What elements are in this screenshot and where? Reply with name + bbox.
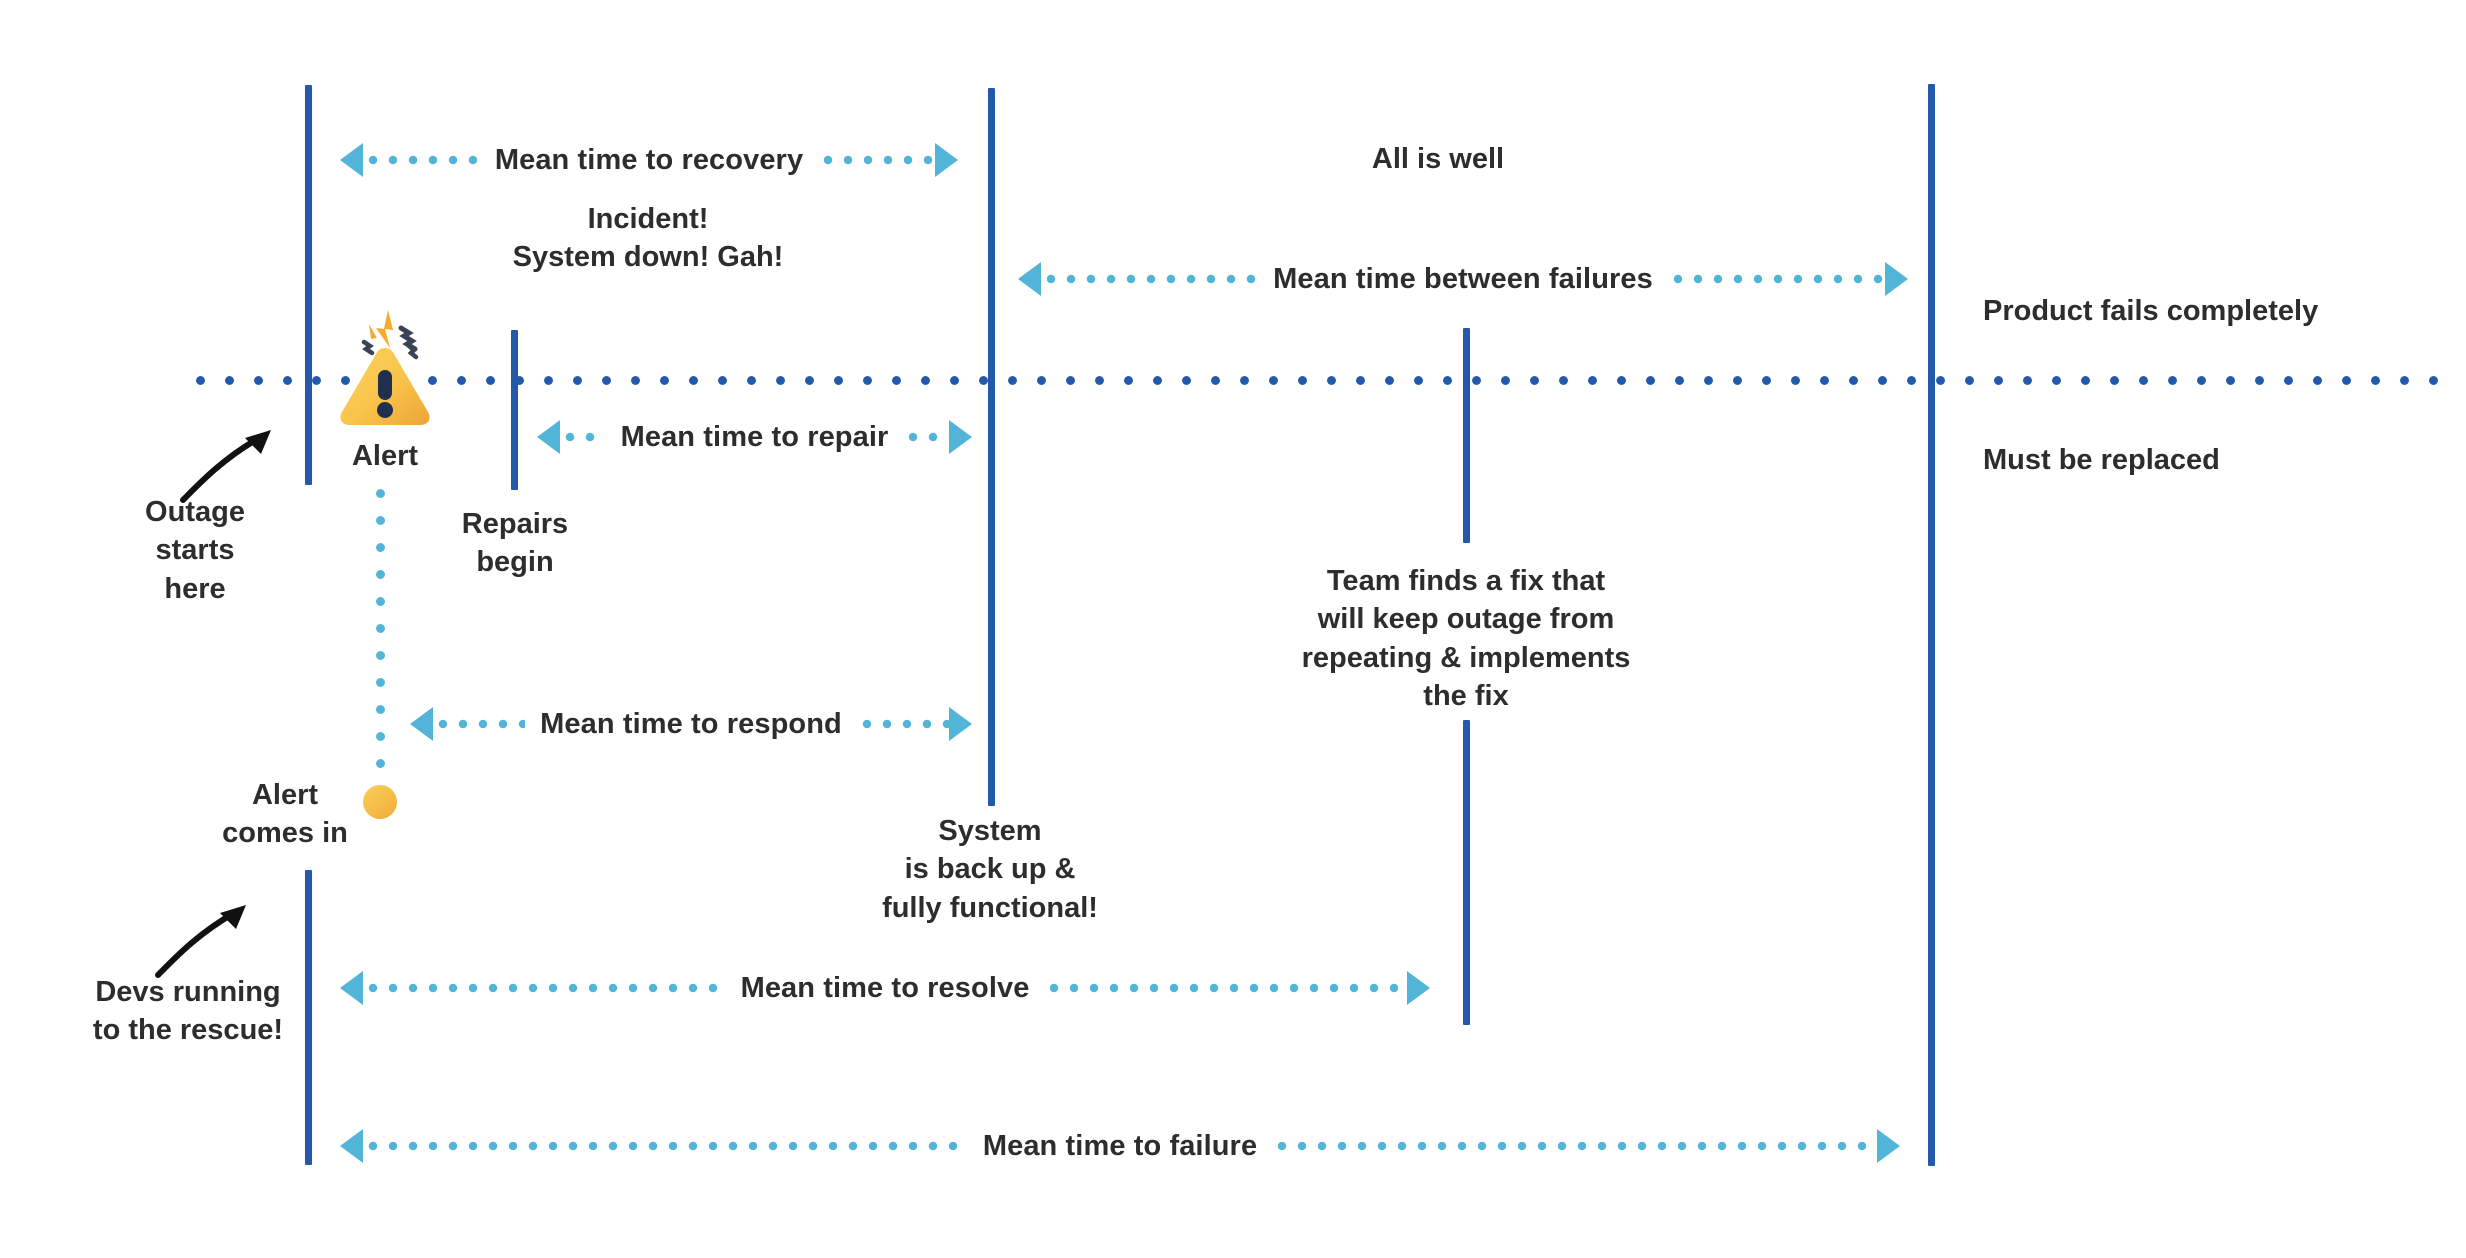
arrow-dots-left — [1041, 274, 1259, 284]
milestone-line-product-fails — [1928, 84, 1935, 1166]
milestone-line-fix-implemented-upper — [1463, 328, 1470, 543]
measure-mean-time-to-resolve: Mean time to resolve — [340, 966, 1430, 1010]
caption-outage-starts-here: Outage starts here — [145, 496, 245, 605]
arrow-dots-left — [363, 1141, 968, 1151]
arrow-dots-right — [1667, 274, 1885, 284]
caption-product-fails-completely: Product fails completely — [1983, 295, 2319, 327]
measure-label: Mean time to respond — [540, 707, 842, 740]
milestone-line-repairs-begin — [511, 330, 518, 490]
arrow-dots-right — [1044, 983, 1407, 993]
arrow-head-left-icon — [537, 420, 560, 454]
caption-alert: Alert — [351, 440, 419, 472]
milestone-line-system-back-up — [988, 88, 995, 806]
measure-mean-time-between-failures: Mean time between failures — [1018, 257, 1908, 301]
arrow-dots-right — [1272, 1141, 1878, 1151]
measure-label: Mean time between failures — [1273, 262, 1653, 295]
arrow-dots-left — [560, 432, 606, 442]
measure-label: Mean time to resolve — [740, 971, 1030, 1004]
milestone-line-outage-start-upper — [305, 85, 312, 485]
timeline-axis — [186, 375, 2456, 386]
arrow-head-right-icon — [1885, 262, 1908, 296]
measure-label: Mean time to failure — [982, 1129, 1258, 1162]
caption-repairs-begin: Repairs begin — [461, 508, 569, 579]
arrow-dots-left — [363, 983, 726, 993]
arrow-dots-right — [856, 719, 950, 729]
arrow-head-left-icon — [340, 971, 363, 1005]
milestone-line-fix-implemented-lower — [1463, 720, 1470, 1025]
arrow-dots-left — [433, 719, 526, 729]
arrow-head-right-icon — [949, 707, 973, 741]
warning-triangle-icon — [338, 308, 432, 426]
arrow-dots-left — [363, 155, 480, 165]
arrow-head-right-icon — [935, 143, 959, 177]
measure-label: Mean time to recovery — [494, 143, 804, 176]
arrow-head-right-icon — [1877, 1129, 1901, 1163]
caption-incident: Incident! System down! Gah! — [512, 203, 784, 274]
arrow-dots-right — [818, 155, 936, 165]
measure-mean-time-to-repair: Mean time to repair — [537, 415, 972, 459]
measure-mean-time-to-recovery: Mean time to recovery — [340, 138, 959, 182]
caption-must-be-replaced: Must be replaced — [1983, 444, 2220, 476]
caption-devs-running: Devs running to the rescue! — [92, 976, 284, 1047]
arrow-head-left-icon — [340, 1129, 363, 1163]
arrow-head-left-icon — [410, 707, 433, 741]
milestone-line-outage-start-lower — [305, 870, 312, 1165]
measure-mean-time-to-failure: Mean time to failure — [340, 1124, 1901, 1168]
arrow-head-left-icon — [340, 143, 363, 177]
caption-all-is-well: All is well — [1371, 143, 1505, 175]
alert-connector-dots — [375, 480, 386, 790]
caption-team-finds-fix: Team finds a fix that will keep outage f… — [1301, 565, 1631, 712]
caption-alert-comes-in: Alert comes in — [222, 779, 348, 850]
measure-label: Mean time to repair — [620, 420, 889, 453]
measure-mean-time-to-respond: Mean time to respond — [410, 702, 973, 746]
arrow-dots-right — [903, 432, 949, 442]
alert-signal-dot — [363, 785, 397, 819]
caption-system-back-up: System is back up & fully functional! — [882, 815, 1098, 924]
arrow-head-left-icon — [1018, 262, 1041, 296]
arrow-head-right-icon — [1407, 971, 1430, 1005]
devs-running-callout-arrow — [150, 895, 260, 985]
outage-starts-callout-arrow — [175, 420, 285, 510]
arrow-head-right-icon — [949, 420, 972, 454]
